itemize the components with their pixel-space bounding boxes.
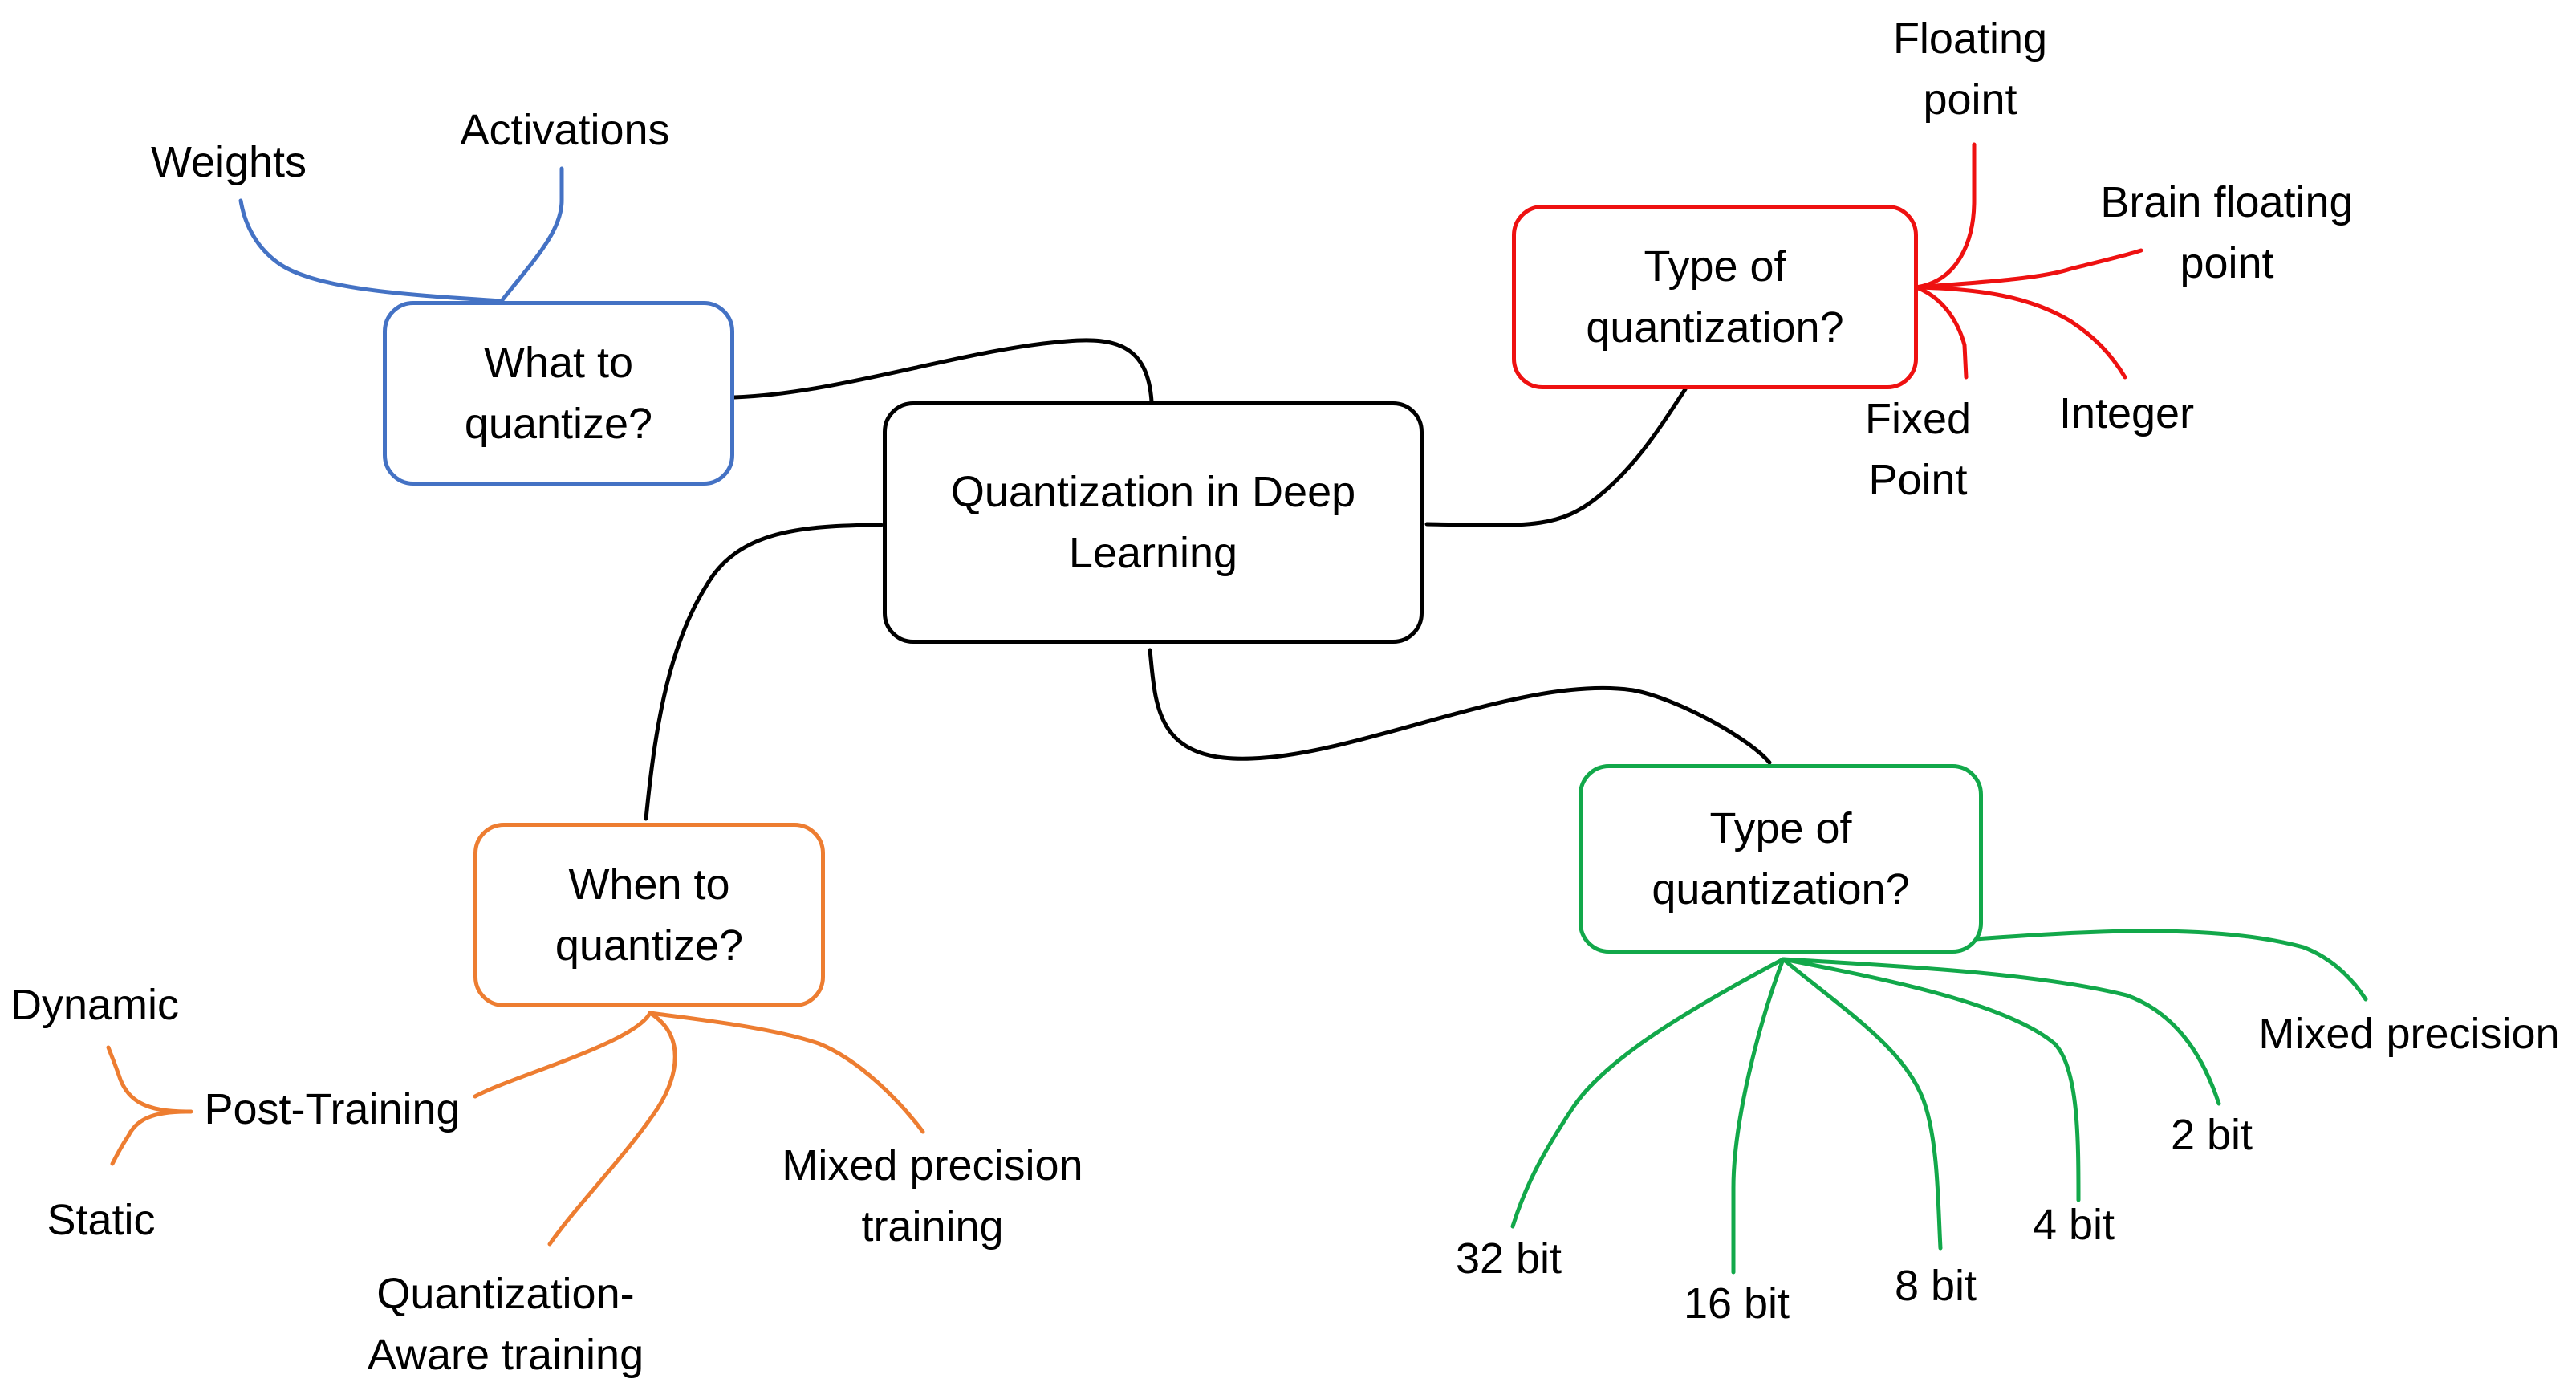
leaf-qat-line1: Quantization- — [376, 1270, 635, 1318]
leaf-post-text: Post-Training — [204, 1085, 461, 1133]
leaf-weights: Weights — [151, 132, 307, 193]
leaf-8-bit: 8 bit — [1895, 1255, 1977, 1316]
type-of-quantization-green-node: Type of quantization? — [1579, 764, 1983, 954]
leaf-post-training: Post-Training — [204, 1079, 460, 1140]
leaf-brain-line2: point — [2180, 239, 2274, 287]
leaf-quantization-aware-training: Quantization- Aware training — [368, 1263, 644, 1385]
leaf-dynamic: Dynamic — [10, 974, 179, 1035]
type-green-node-line2: quantization? — [1652, 865, 1910, 913]
connector-qat — [547, 1011, 677, 1247]
connector-4-bit — [1781, 957, 2081, 1202]
connector-2-bit — [1781, 957, 2221, 1106]
leaf-brain-floating-point: Brain floating point — [2100, 172, 2353, 294]
when-node-line1: When to — [568, 860, 730, 909]
when-node-line2: quantize? — [555, 921, 744, 970]
type-red-node-line2: quantization? — [1586, 303, 1844, 352]
leaf-mixed-text: Mixed precision — [2258, 1010, 2560, 1058]
connector-32-bit — [1510, 957, 1786, 1229]
connector-fixed-point — [1914, 285, 1969, 380]
connector-8-bit — [1781, 957, 1943, 1251]
connector-activations — [499, 166, 564, 303]
leaf-fixed-point: Fixed Point — [1865, 388, 1971, 510]
connector-root-type-green — [1148, 648, 1772, 765]
leaf-floating-line2: point — [1923, 75, 2017, 124]
leaf-mpt-line2: training — [861, 1202, 1004, 1251]
leaf-16-bit-text: 16 bit — [1683, 1279, 1790, 1328]
what-node-line1: What to — [483, 339, 634, 387]
connector-root-when — [644, 523, 884, 821]
connector-mpt — [648, 1011, 925, 1134]
connector-dynamic — [106, 1045, 189, 1114]
leaf-weights-text: Weights — [150, 138, 307, 186]
connector-floating-point — [1914, 142, 1977, 290]
leaf-static: Static — [47, 1190, 155, 1251]
leaf-mpt-line1: Mixed precision — [782, 1141, 1083, 1190]
type-red-node-line1: Type of — [1644, 242, 1786, 291]
connector-root-type-red — [1424, 387, 1688, 527]
connector-post-training — [473, 1011, 652, 1099]
leaf-mixed-precision-training: Mixed precision training — [782, 1135, 1083, 1257]
leaf-integer-text: Integer — [2058, 389, 2195, 437]
leaf-mixed-precision: Mixed precision — [2258, 1003, 2559, 1064]
leaf-2-bit: 2 bit — [2171, 1104, 2253, 1165]
what-node-line2: quantize? — [464, 400, 653, 448]
root-node-line2: Learning — [1068, 529, 1238, 577]
connector-mixed-precision — [1973, 929, 2368, 1002]
leaf-static-text: Static — [47, 1196, 156, 1244]
root-node: Quantization in Deep Learning — [883, 401, 1424, 644]
leaf-qat-line2: Aware training — [367, 1331, 644, 1379]
when-to-quantize-node: When to quantize? — [473, 823, 825, 1007]
leaf-32-bit: 32 bit — [1456, 1228, 1562, 1289]
leaf-brain-line1: Brain floating — [2100, 178, 2354, 226]
connector-16-bit — [1731, 957, 1786, 1275]
connector-weights — [238, 198, 504, 303]
leaf-dynamic-text: Dynamic — [10, 981, 180, 1029]
type-of-quantization-red-node: Type of quantization? — [1512, 205, 1918, 389]
what-to-quantize-node: What to quantize? — [383, 301, 734, 486]
leaf-32-bit-text: 32 bit — [1455, 1234, 1562, 1283]
connector-root-what — [732, 338, 1154, 404]
leaf-fixed-line1: Fixed — [1864, 395, 1972, 443]
leaf-activations-text: Activations — [460, 106, 670, 154]
type-green-node-line1: Type of — [1709, 804, 1852, 852]
leaf-integer: Integer — [2059, 383, 2194, 444]
leaf-fixed-line2: Point — [1868, 456, 1968, 504]
leaf-activations: Activations — [460, 100, 669, 161]
connector-static — [110, 1109, 189, 1166]
connector-brain-floating — [1914, 248, 2143, 290]
connector-integer — [1914, 285, 2127, 380]
leaf-4-bit-text: 4 bit — [2032, 1201, 2115, 1249]
leaf-floating-point: Floating point — [1893, 8, 2047, 130]
leaf-16-bit: 16 bit — [1684, 1273, 1790, 1334]
leaf-8-bit-text: 8 bit — [1894, 1262, 1977, 1310]
root-node-line1: Quantization in Deep — [950, 468, 1356, 516]
leaf-2-bit-text: 2 bit — [2170, 1111, 2253, 1159]
leaf-floating-line1: Floating — [1892, 14, 2048, 63]
leaf-4-bit: 4 bit — [2033, 1194, 2115, 1255]
